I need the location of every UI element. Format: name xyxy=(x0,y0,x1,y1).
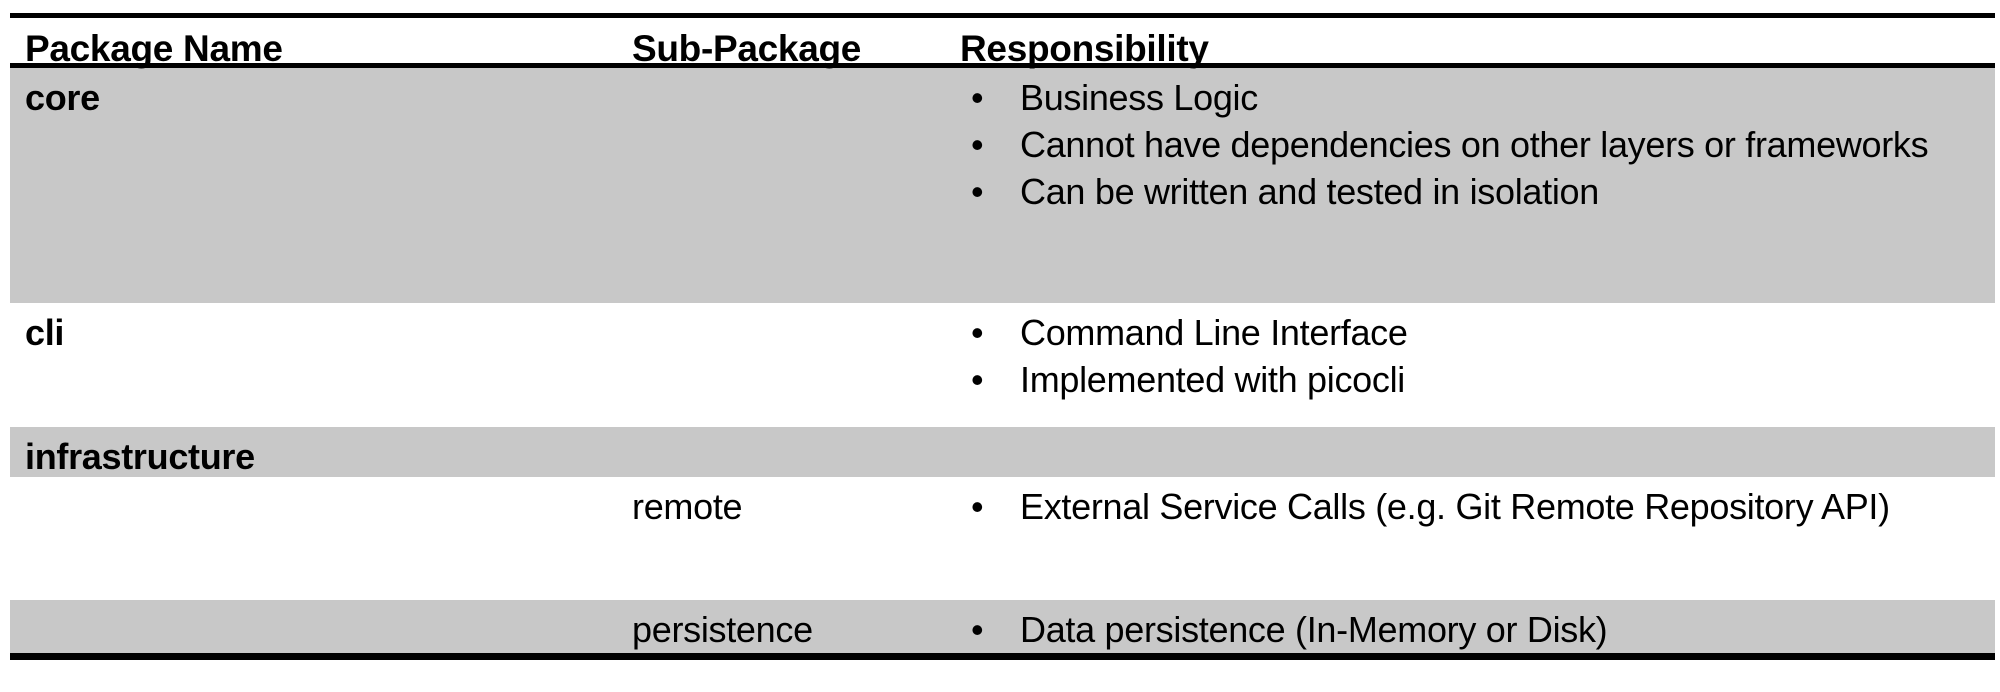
package-name-cell: cli xyxy=(25,312,65,353)
header-sub-package: Sub-Package xyxy=(632,28,862,69)
bullet-list: Data persistence (In-Memory or Disk) xyxy=(960,606,1995,653)
package-name-cell xyxy=(10,477,630,600)
package-responsibility-table: Package Name Sub-Package Responsibility … xyxy=(10,13,1995,660)
bullet-item: Data persistence (In-Memory or Disk) xyxy=(965,606,1985,653)
table-header-row: Package Name Sub-Package Responsibility xyxy=(10,18,1995,69)
bullet-item: Business Logic xyxy=(965,74,1985,121)
table-row-core: core Business Logic Cannot have dependen… xyxy=(10,68,1995,303)
package-name-cell xyxy=(10,600,630,653)
table-row-cli: cli Command Line Interface Implemented w… xyxy=(10,303,1995,427)
bullet-item: Can be written and tested in isolation xyxy=(965,168,1985,215)
sub-package-cell xyxy=(630,68,960,303)
sub-package-cell: remote xyxy=(632,486,743,527)
package-name-cell: infrastructure xyxy=(25,436,255,477)
sub-package-cell: persistence xyxy=(632,609,813,650)
sub-package-cell xyxy=(630,303,960,427)
header-responsibility: Responsibility xyxy=(960,28,1209,69)
bullet-list: External Service Calls (e.g. Git Remote … xyxy=(960,483,1995,530)
bullet-item: External Service Calls (e.g. Git Remote … xyxy=(965,483,1985,530)
responsibility-cell: Business Logic Cannot have dependencies … xyxy=(960,68,1995,303)
bullet-item: Implemented with picocli xyxy=(965,356,1985,403)
responsibility-cell: External Service Calls (e.g. Git Remote … xyxy=(960,477,1995,600)
header-package-name: Package Name xyxy=(25,28,283,69)
responsibility-cell: Data persistence (In-Memory or Disk) xyxy=(960,600,1995,653)
responsibility-cell: Command Line Interface Implemented with … xyxy=(960,303,1995,427)
sub-package-cell xyxy=(630,427,960,480)
bullet-list: Business Logic Cannot have dependencies … xyxy=(960,74,1995,215)
table-row-infrastructure: infrastructure xyxy=(10,427,1995,477)
responsibility-cell xyxy=(960,427,1995,480)
bullet-item: Command Line Interface xyxy=(965,309,1985,356)
bullet-list: Command Line Interface Implemented with … xyxy=(960,309,1995,403)
table-row-remote: remote External Service Calls (e.g. Git … xyxy=(10,477,1995,600)
package-name-cell: core xyxy=(25,77,100,118)
bullet-item: Cannot have dependencies on other layers… xyxy=(965,121,1985,168)
table-row-persistence: persistence Data persistence (In-Memory … xyxy=(10,600,1995,653)
